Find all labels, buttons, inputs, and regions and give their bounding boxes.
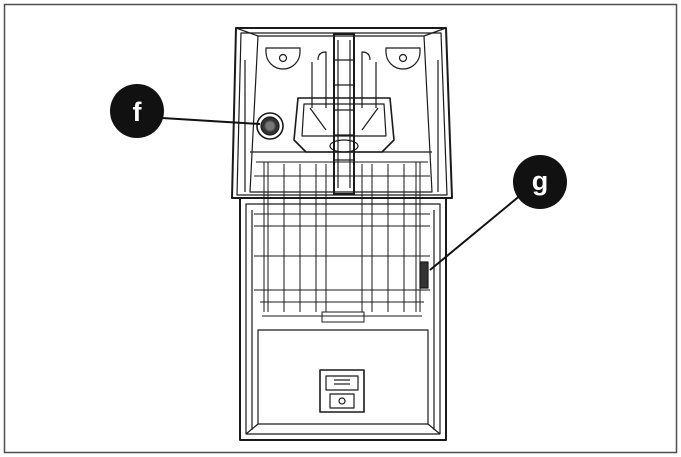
sump-housing: [293, 97, 395, 153]
callout-g-leader: [429, 193, 523, 271]
open-door: [239, 197, 447, 441]
figure-frame: [3, 3, 678, 454]
callout-g-badge: [513, 155, 567, 209]
callout-g-label: g: [532, 166, 549, 196]
rinse-aid-cap: [256, 112, 284, 140]
callout-f-label: f: [133, 97, 143, 127]
left-wheel: [265, 47, 301, 70]
dishwasher-open-door-drawing: [231, 27, 453, 441]
callout-f-leader: [161, 117, 261, 125]
lower-rack: [254, 161, 430, 323]
callout-f: f: [110, 84, 164, 138]
upper-wheels: [265, 47, 421, 70]
callout-f-badge: [110, 84, 164, 138]
tub-body: [231, 27, 453, 199]
right-wheel: [385, 47, 421, 70]
callout-g: g: [513, 155, 567, 209]
spray-column: [311, 33, 377, 195]
detergent-dispenser: [319, 369, 365, 413]
